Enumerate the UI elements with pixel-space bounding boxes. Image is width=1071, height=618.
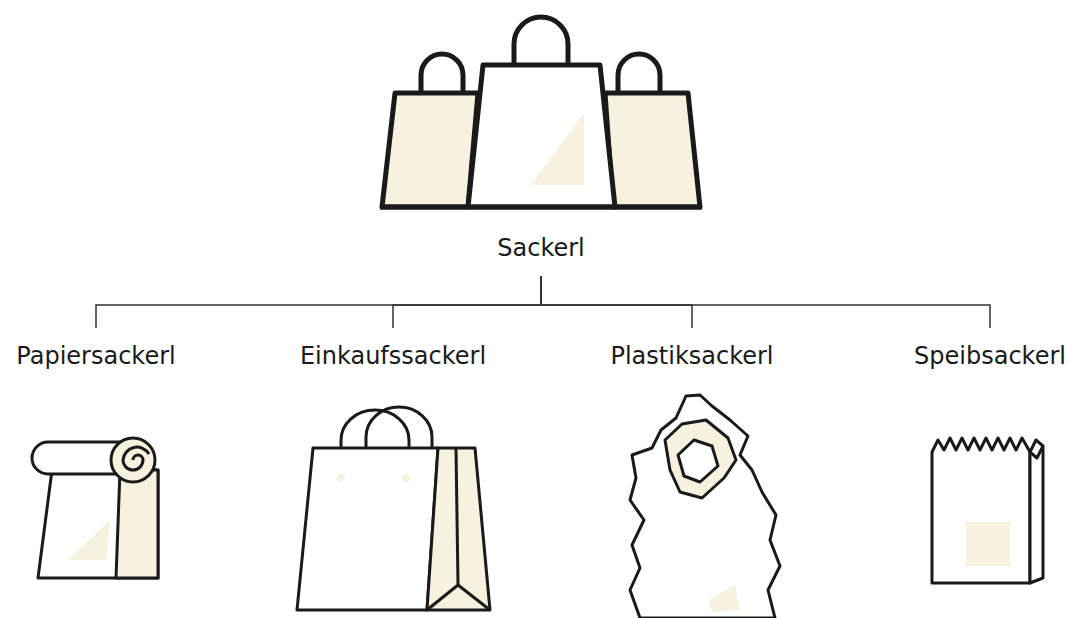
paper-sheet (38, 470, 158, 578)
bag-handle (366, 407, 432, 448)
bag-label (966, 522, 1010, 566)
bag-body (468, 65, 615, 207)
bag-fold (458, 585, 490, 610)
term-node: Papiersackerl (1, 328, 191, 372)
bag-highlight (708, 585, 740, 612)
shopping-bag-icon (297, 407, 490, 610)
term-label: Papiersackerl (16, 341, 175, 371)
tree-connector (541, 276, 692, 328)
bag-fold (1030, 446, 1043, 458)
tree-connector (541, 276, 990, 328)
bag-group-icon (380, 17, 702, 207)
bag-body (382, 93, 478, 207)
term-node: Plastiksackerl (597, 328, 787, 372)
bag-body (605, 93, 700, 207)
bag-fold (427, 448, 458, 610)
ground-line (380, 205, 702, 210)
bag-handle (514, 17, 568, 65)
bag-side (427, 448, 490, 610)
bag-front (297, 448, 438, 610)
bag-body (932, 438, 1030, 583)
paper-highlight (68, 520, 110, 560)
bag-outline (630, 395, 780, 618)
term-node: Einkaufssackerl (293, 328, 493, 372)
term-label: Einkaufssackerl (300, 341, 486, 371)
term-node: Sackerl (466, 233, 616, 276)
tree-connector (393, 276, 541, 328)
term-node: Speibsackerl (895, 328, 1071, 372)
term-label: Sackerl (497, 233, 584, 263)
term-label: Plastiksackerl (610, 341, 773, 371)
roll-end (111, 438, 155, 482)
plastic-bag-icon (630, 395, 780, 618)
handle-hole (337, 474, 345, 482)
roll-spiral (123, 447, 149, 470)
bag-handle (618, 54, 660, 93)
paper-side (116, 470, 158, 578)
paper-roll-icon (32, 438, 158, 578)
tree-connector (96, 276, 541, 328)
bag-handle (421, 54, 463, 93)
bag-highlight (531, 113, 584, 185)
term-label: Speibsackerl (914, 341, 1066, 371)
sick-bag-icon (932, 438, 1043, 583)
bag-handle-inner (678, 440, 718, 482)
bag-handle-hole (665, 420, 736, 498)
bag-side (1030, 440, 1043, 583)
handle-hole (402, 474, 410, 482)
